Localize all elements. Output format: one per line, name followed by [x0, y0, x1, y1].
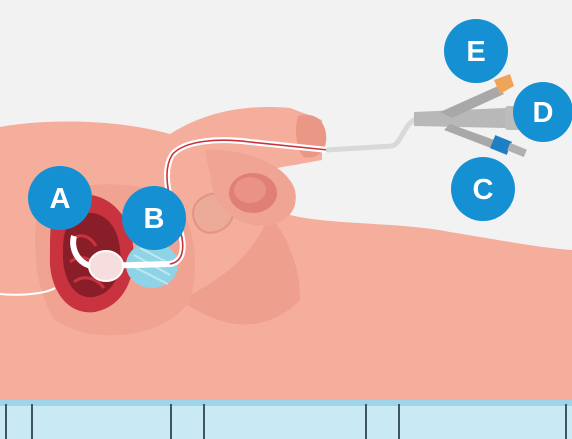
marker-e-label: E — [466, 36, 485, 68]
marker-a: A — [28, 166, 92, 230]
marker-b: B — [122, 186, 186, 250]
marker-a-label: A — [50, 183, 71, 215]
marker-d-label: D — [533, 97, 554, 129]
marker-c: C — [451, 157, 515, 221]
catheter-balloon — [89, 251, 123, 281]
marker-d: D — [513, 82, 572, 142]
marker-b-label: B — [144, 203, 165, 235]
marker-e: E — [444, 19, 508, 83]
marker-c-label: C — [473, 174, 494, 206]
testis-highlight — [234, 177, 266, 203]
exam-table-edge — [0, 400, 572, 406]
